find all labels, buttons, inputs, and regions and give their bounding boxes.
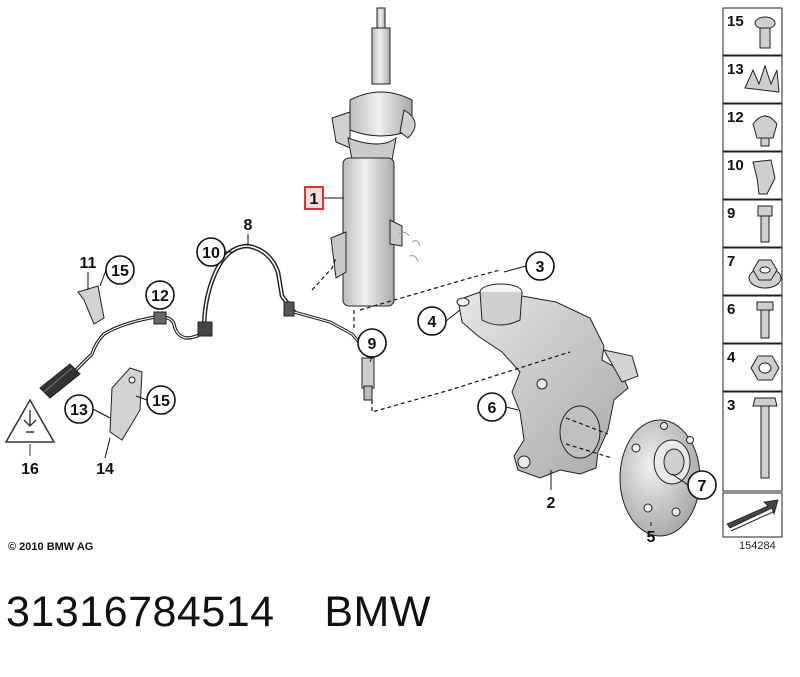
callout-c5: 5 bbox=[647, 529, 656, 546]
callout-box bbox=[304, 186, 324, 210]
steering-knuckle bbox=[456, 283, 639, 479]
sidebar-item-label: 3 bbox=[727, 397, 735, 414]
callout-label: 14 bbox=[96, 461, 114, 478]
cable-clip-icon bbox=[752, 115, 778, 147]
callout-label: 6 bbox=[488, 400, 497, 417]
callout-c2: 2 bbox=[547, 495, 556, 512]
bracket-clip-icon bbox=[752, 159, 776, 195]
callout-circle bbox=[196, 237, 226, 267]
sidebar-item-label: 10 bbox=[727, 157, 744, 174]
warning-triangle-icon bbox=[4, 398, 56, 456]
callout-c10: 10 bbox=[196, 237, 226, 267]
diagram-id: 154284 bbox=[739, 540, 776, 552]
callout-label: 4 bbox=[428, 314, 437, 331]
sidebar-item-label: 4 bbox=[727, 349, 736, 366]
wheel-hub bbox=[619, 419, 701, 537]
callout-circle bbox=[64, 394, 94, 424]
sidebar-item-9: 9 bbox=[722, 199, 783, 248]
callout-c4: 4 bbox=[417, 306, 447, 336]
callout-circle bbox=[146, 385, 176, 415]
callout-c9: 9 bbox=[357, 328, 387, 358]
spring-clip-icon bbox=[744, 64, 780, 93]
sidebar-box bbox=[722, 103, 783, 152]
callout-label: 2 bbox=[547, 495, 556, 512]
part-number-heading: 31316784514 BMW bbox=[6, 588, 431, 637]
callout-label: 15 bbox=[152, 393, 170, 410]
brand-name: BMW bbox=[324, 588, 431, 636]
bracket-14 bbox=[109, 367, 143, 441]
sidebar-item-label: 12 bbox=[727, 109, 744, 126]
callout-label: 3 bbox=[536, 259, 545, 276]
fastener-sidebar: 15 13 12 10 9 7 6 4 3 bbox=[722, 7, 783, 492]
sidebar-item-label: 6 bbox=[727, 301, 735, 318]
sidebar-item-12: 12 bbox=[722, 103, 783, 152]
callout-circle bbox=[417, 306, 447, 336]
callout-label: 5 bbox=[647, 529, 656, 546]
sidebar-item-13: 13 bbox=[722, 55, 783, 104]
short-bolt-icon bbox=[756, 301, 774, 339]
socket-bolt-icon bbox=[757, 205, 773, 243]
hex-nut-icon bbox=[750, 355, 780, 381]
callout-c15a: 15 bbox=[105, 255, 135, 285]
part-number: 31316784514 bbox=[6, 588, 275, 636]
callout-c11: 11 bbox=[80, 255, 97, 272]
callout-circle bbox=[525, 251, 555, 281]
callout-label: 16 bbox=[21, 461, 39, 478]
sidebar-item-10: 10 bbox=[722, 151, 783, 200]
callout-circle bbox=[145, 280, 175, 310]
sidebar-item-3: 3 bbox=[722, 391, 783, 492]
callout-c14: 14 bbox=[96, 461, 114, 478]
sidebar-item-7: 7 bbox=[722, 247, 783, 296]
callout-c1: 1 bbox=[304, 186, 324, 210]
copyright-text: © 2010 BMW AG bbox=[8, 541, 94, 553]
strut-assembly bbox=[330, 7, 416, 307]
torx-bolt-icon bbox=[754, 16, 776, 49]
orientation-arrow-box bbox=[722, 492, 783, 538]
callout-c13: 13 bbox=[64, 394, 94, 424]
sidebar-item-label: 9 bbox=[727, 205, 735, 222]
callout-label: 1 bbox=[310, 191, 319, 208]
strut-bolt-hints bbox=[398, 231, 421, 263]
sidebar-item-label: 15 bbox=[727, 13, 744, 30]
explode-lines bbox=[311, 257, 613, 459]
callout-label: 9 bbox=[368, 336, 377, 353]
sidebar-box bbox=[722, 7, 783, 56]
callout-c15b: 15 bbox=[146, 385, 176, 415]
sidebar-item-label: 7 bbox=[727, 253, 735, 270]
leader-lines bbox=[87, 197, 689, 526]
collar-nut-icon bbox=[748, 259, 782, 289]
sidebar-item-4: 4 bbox=[722, 343, 783, 392]
sidebar-item-label: 13 bbox=[727, 61, 744, 78]
callout-circle bbox=[105, 255, 135, 285]
callout-circle bbox=[687, 470, 717, 500]
callout-label: 13 bbox=[70, 402, 88, 419]
callout-label: 7 bbox=[698, 478, 707, 495]
callout-c6: 6 bbox=[477, 392, 507, 422]
callout-label: 12 bbox=[151, 288, 169, 305]
long-bolt-icon bbox=[752, 397, 778, 479]
callout-c8: 8 bbox=[244, 217, 253, 234]
callout-label: 15 bbox=[111, 263, 129, 280]
bracket-11 bbox=[77, 285, 105, 325]
callout-circle bbox=[357, 328, 387, 358]
callout-label: 8 bbox=[244, 217, 253, 234]
sensor-connectors bbox=[39, 301, 375, 401]
callout-c12: 12 bbox=[145, 280, 175, 310]
callout-c7: 7 bbox=[687, 470, 717, 500]
sidebar-box bbox=[722, 391, 783, 492]
callout-label: 10 bbox=[202, 245, 220, 262]
sidebar-item-15: 15 bbox=[722, 7, 783, 56]
sidebar-item-6: 6 bbox=[722, 295, 783, 344]
callout-circle bbox=[477, 392, 507, 422]
callout-c16: 16 bbox=[21, 461, 39, 478]
callout-c3: 3 bbox=[525, 251, 555, 281]
callout-label: 11 bbox=[80, 255, 97, 272]
